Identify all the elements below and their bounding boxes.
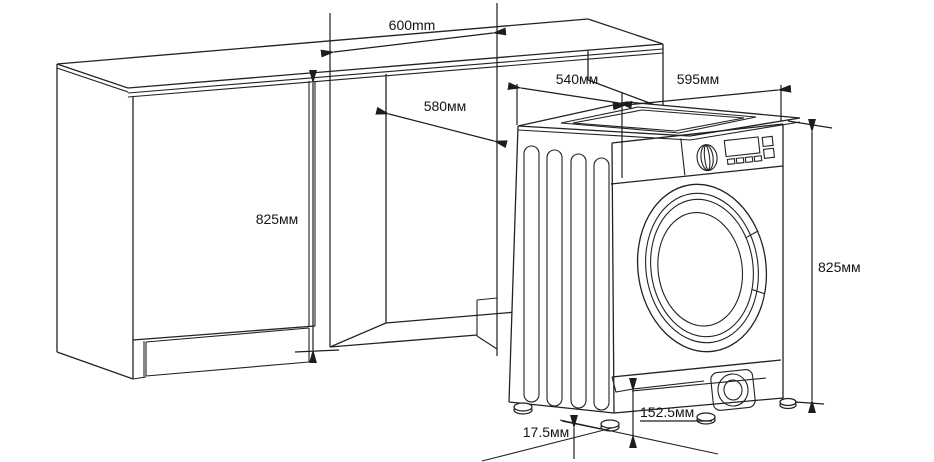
floor-lines [481, 419, 719, 462]
dim-washer-depth: 540мм [507, 71, 633, 178]
dim-base-height: 152.5мм [629, 377, 712, 449]
washing-machine-drawing [481, 101, 801, 462]
door-handle [745, 230, 765, 295]
dim-feet-height: 17.5мм [523, 414, 602, 459]
panel-divider [680, 138, 686, 176]
dim-washer-height: 825мм [787, 118, 861, 414]
dimension-line [507, 82, 633, 109]
dim-niche-height: 825мм [256, 69, 340, 364]
dim-niche-width: 600mm [320, 17, 507, 58]
dim-label-washer-height: 825мм [818, 259, 861, 275]
control-panel [680, 135, 776, 176]
dim-label-base-height: 152.5мм [640, 404, 694, 420]
plinth-slot [632, 380, 705, 390]
base-plinth [611, 359, 782, 411]
dim-label-washer-width: 595мм [677, 71, 720, 87]
option-buttons [761, 135, 776, 159]
washer-front-panel [610, 123, 784, 414]
side-ribs [523, 145, 610, 411]
display [723, 136, 761, 158]
dim-label-niche-height: 825мм [256, 211, 299, 227]
display-buttons [726, 155, 763, 166]
washer-top-lid [517, 101, 801, 141]
dim-washer-width: 595мм [612, 71, 792, 121]
dim-label-washer-depth: 540мм [556, 71, 599, 87]
dimension-line [375, 106, 508, 149]
drain-filter-cover [710, 369, 756, 411]
dimension-line [612, 84, 792, 111]
niche-extension-lines [329, 3, 498, 356]
dim-niche-depth: 580мм [375, 98, 508, 149]
washer-body-silhouette [509, 102, 800, 413]
washer-door [636, 183, 768, 353]
washer-side-panel [508, 125, 615, 414]
dimension-line [320, 27, 507, 58]
dim-label-niche-width: 600mm [389, 17, 436, 33]
dim-label-niche-depth: 580мм [424, 98, 467, 114]
program-knob [696, 144, 718, 172]
dim-label-feet-height: 17.5мм [523, 424, 570, 440]
washer-feet [513, 397, 797, 432]
